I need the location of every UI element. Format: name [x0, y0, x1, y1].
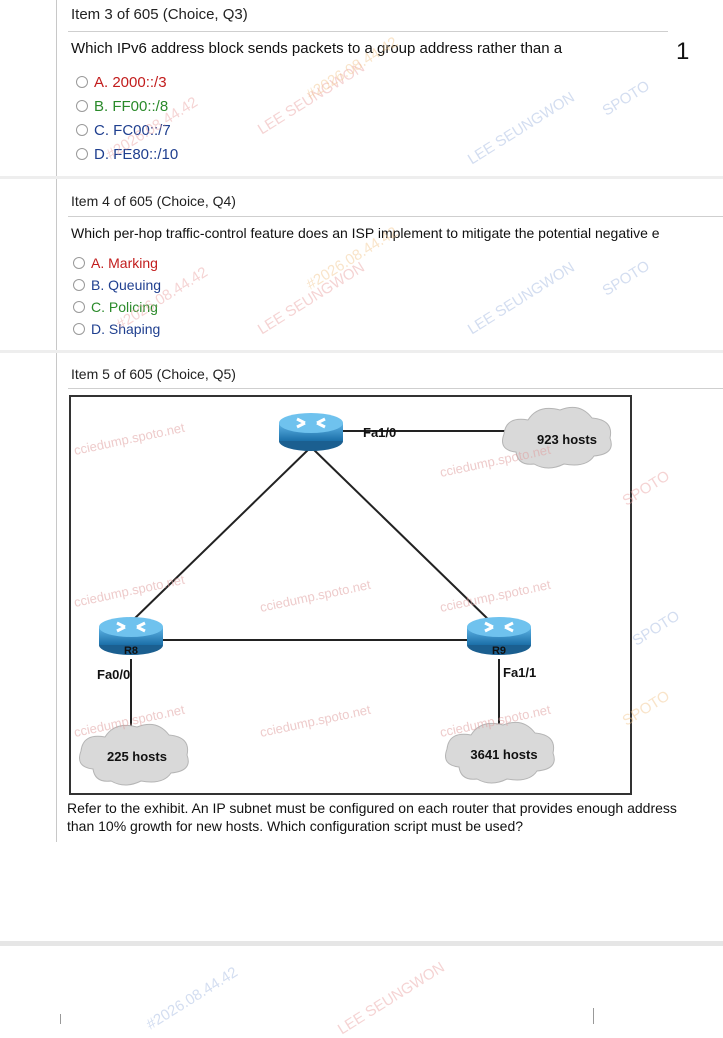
radio-icon[interactable]: [76, 148, 88, 160]
watermark-text: cciedump.spoto.net: [73, 572, 187, 610]
header-separator: [68, 388, 723, 389]
section-divider: [0, 176, 723, 179]
option-a-q4[interactable]: A. Marking: [73, 255, 158, 271]
item-header-q3: Item 3 of 605 (Choice, Q3): [71, 6, 248, 23]
radio-icon[interactable]: [76, 100, 88, 112]
option-b-q4[interactable]: B. Queuing: [73, 277, 161, 293]
router-top: [279, 413, 343, 451]
radio-icon[interactable]: [73, 301, 85, 313]
left-border-line: [56, 0, 57, 842]
radio-icon[interactable]: [76, 76, 88, 88]
watermark: LEE SEUNGWON: [254, 258, 368, 339]
option-d-q3[interactable]: D. FE80::/10: [76, 146, 178, 163]
interface-label-fa0-0: Fa0/0: [97, 667, 130, 682]
item-header-q4: Item 4 of 605 (Choice, Q4): [71, 193, 236, 209]
bottom-tick: [593, 1008, 594, 1024]
option-c-q3[interactable]: C. FC00::/7: [76, 122, 171, 139]
cloud-top-right: 923 hosts: [502, 406, 612, 469]
cloud-bottom-right: 3641 hosts: [445, 721, 555, 784]
section-divider: [0, 941, 723, 946]
cloud-label-225: 225 hosts: [107, 749, 167, 764]
watermark-text: cciedump.spoto.net: [259, 577, 373, 615]
header-separator: [68, 31, 668, 32]
watermark: SPOTO: [629, 607, 683, 650]
radio-icon[interactable]: [73, 279, 85, 291]
question-text-q3: Which IPv6 address block sends packets t…: [71, 40, 563, 57]
watermark-text: cciedump.spoto.net: [73, 420, 187, 458]
header-separator: [68, 216, 723, 217]
watermark: LEE SEUNGWON: [464, 258, 578, 339]
link-top-to-r9: [310, 446, 492, 623]
router-r8-label: R8: [124, 645, 138, 657]
router-r8: R8: [99, 617, 163, 657]
watermark: #2026.08.44.42: [143, 963, 241, 1034]
question-text-q5-line2: than 10% growth for new hosts. Which con…: [67, 818, 524, 834]
router-r9: R9: [467, 617, 531, 657]
question-text-q5-line1: Refer to the exhibit. An IP subnet must …: [67, 800, 677, 816]
radio-icon[interactable]: [73, 323, 85, 335]
section-divider: [0, 350, 723, 353]
item-header-q5: Item 5 of 605 (Choice, Q5): [71, 366, 236, 382]
watermark: LEE SEUNGWON: [464, 88, 578, 169]
cloud-label-3641: 3641 hosts: [470, 747, 537, 762]
option-d-q4[interactable]: D. Shaping: [73, 321, 160, 337]
radio-icon[interactable]: [76, 124, 88, 136]
interface-label-fa1-0: Fa1/0: [363, 425, 396, 440]
question-number: 1: [676, 38, 690, 65]
topology-diagram: R8 R9 Fa1/0 Fa0/0 Fa1/1 923 hosts 225 ho…: [73, 406, 612, 786]
network-exhibit: R8 R9 Fa1/0 Fa0/0 Fa1/1 923 hosts 225 ho…: [69, 395, 632, 795]
question-text-q4: Which per-hop traffic-control feature do…: [71, 225, 660, 241]
cloud-bottom-left: 225 hosts: [79, 723, 189, 786]
option-a-q3[interactable]: A. 2000::/3: [76, 74, 167, 91]
router-r9-label: R9: [492, 645, 506, 657]
cloud-label-923: 923 hosts: [537, 432, 597, 447]
option-c-q4[interactable]: C. Policing: [73, 299, 158, 315]
bottom-tick: [60, 1014, 61, 1024]
exhibit-watermarks: cciedump.spoto.net cciedump.spoto.net cc…: [73, 420, 553, 740]
link-top-to-r8: [130, 446, 312, 623]
radio-icon[interactable]: [73, 257, 85, 269]
watermark: LEE SEUNGWON: [334, 958, 448, 1038]
watermark: SPOTO: [599, 257, 653, 300]
watermark: SPOTO: [599, 77, 653, 120]
option-b-q3[interactable]: B. FF00::/8: [76, 98, 168, 115]
watermark-text: cciedump.spoto.net: [259, 702, 373, 740]
interface-label-fa1-1: Fa1/1: [503, 665, 536, 680]
watermark-text: cciedump.spoto.net: [439, 577, 553, 615]
watermark: LEE SEUNGWON: [254, 58, 368, 139]
